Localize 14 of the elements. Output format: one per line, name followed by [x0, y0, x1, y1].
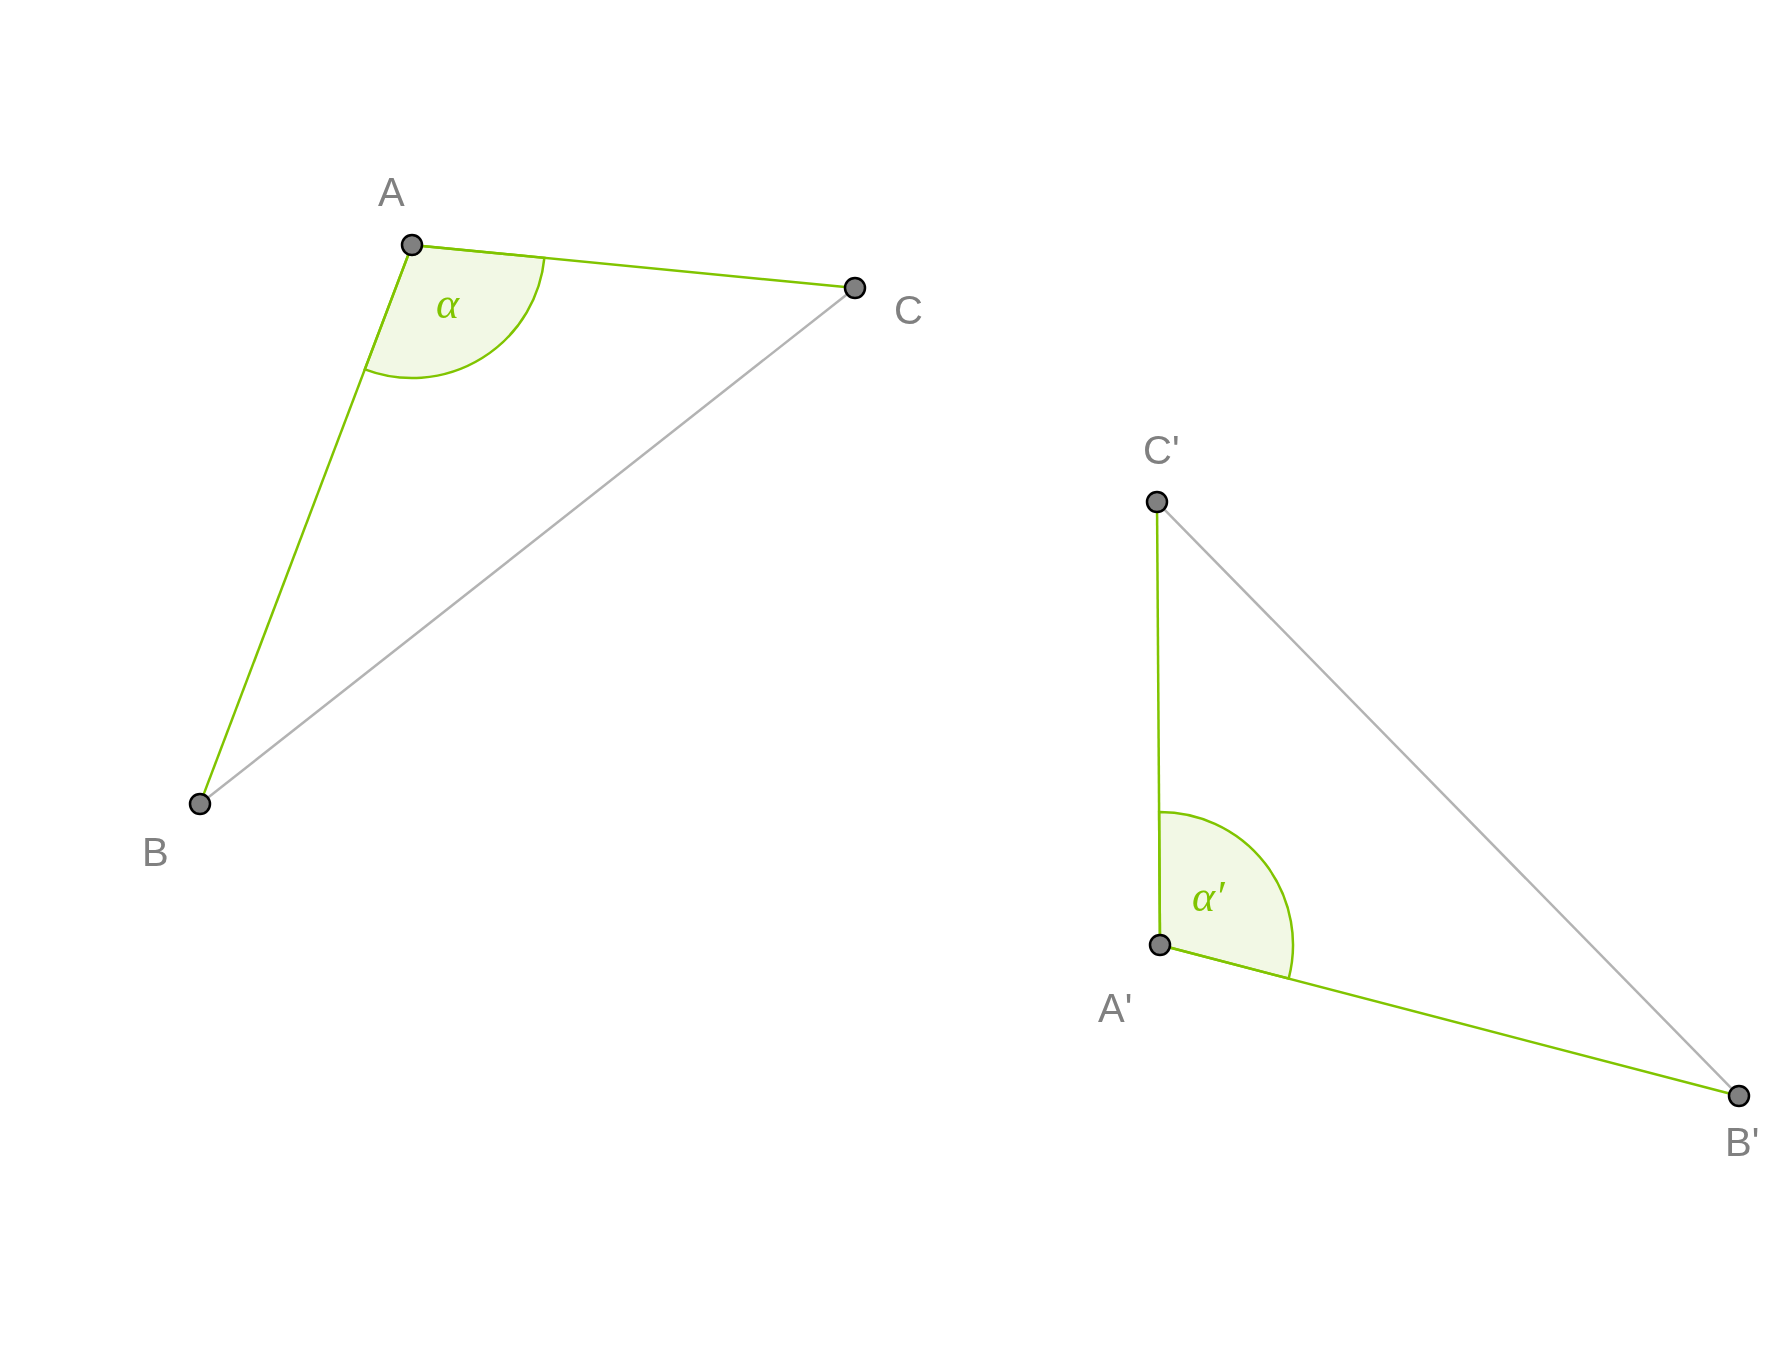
point-label: B: [142, 832, 169, 872]
line-segment: [421, 244, 846, 289]
point-label: A: [378, 172, 405, 212]
point-label: B': [1725, 1122, 1760, 1162]
point-label: A': [1098, 988, 1133, 1028]
point-label: C: [894, 290, 923, 330]
line-segment: [1155, 512, 1162, 935]
line-segment: [202, 253, 410, 796]
angle-label: α: [436, 282, 460, 326]
point-label: C': [1143, 430, 1180, 470]
line-segment: [207, 293, 848, 799]
line-segment: [1163, 508, 1733, 1090]
angle-label: α′: [1192, 875, 1225, 919]
line-segment: [1169, 946, 1730, 1095]
